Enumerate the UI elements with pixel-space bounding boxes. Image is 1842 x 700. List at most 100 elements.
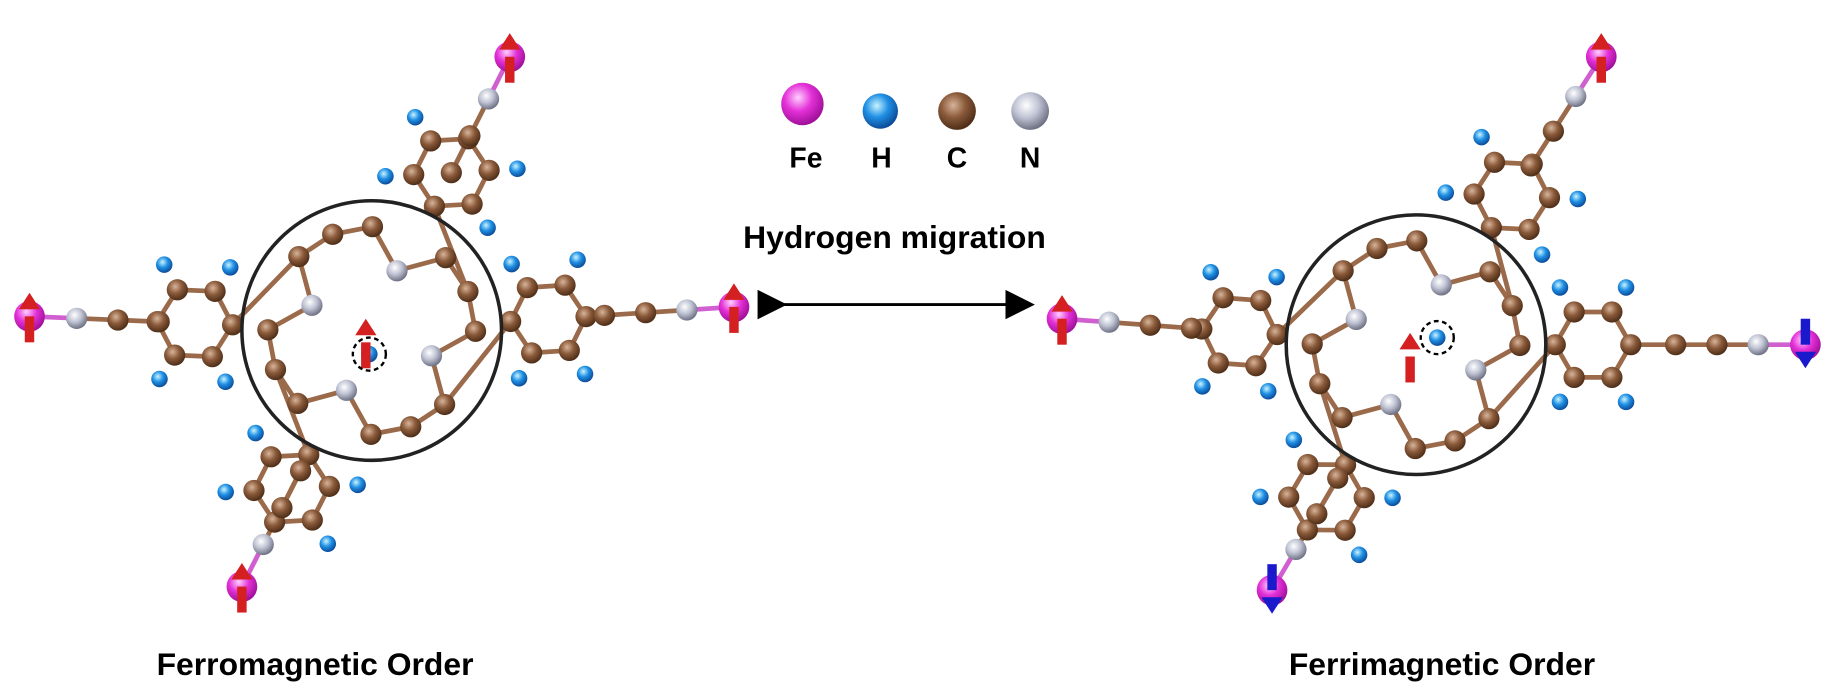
c-atom	[1327, 467, 1349, 489]
legend-fe-label: Fe	[789, 143, 822, 175]
migrating-hydrogen-marker	[351, 336, 388, 372]
legend: Fe H C N	[781, 82, 1050, 175]
h-atom	[155, 256, 173, 273]
spin-arrow-shaft	[237, 586, 247, 613]
c-atom	[1620, 334, 1642, 356]
c-atom	[289, 460, 312, 482]
h-atom	[576, 365, 594, 383]
c-atom	[298, 444, 320, 466]
n-atom	[66, 307, 88, 329]
h-atom	[349, 476, 366, 494]
c-atom	[360, 423, 382, 445]
h-atom	[1551, 279, 1569, 296]
spin-arrow-shaft	[505, 56, 515, 83]
h-atom	[319, 535, 337, 553]
spin-arrow-head	[499, 33, 521, 50]
c-atom	[1278, 486, 1300, 508]
c-atom	[1334, 519, 1356, 541]
spin-arrow-shaft	[361, 342, 371, 369]
c-atom	[423, 195, 446, 217]
h-atom	[221, 259, 239, 276]
spin-arrow-head	[1051, 295, 1073, 312]
legend-h-label: H	[871, 143, 891, 175]
c-atom	[1501, 295, 1523, 317]
c-atom	[1538, 187, 1561, 209]
h-atom	[1473, 128, 1490, 146]
c-atom	[435, 247, 457, 269]
c-atom	[516, 276, 538, 299]
n-atom	[1098, 311, 1120, 333]
bond	[442, 320, 513, 406]
c-atom	[1266, 323, 1288, 346]
h-atom	[406, 108, 424, 126]
h-atom	[247, 424, 264, 442]
n-atom	[301, 294, 323, 316]
c-atom	[107, 309, 129, 331]
c-atom	[148, 311, 170, 333]
c-atom	[1301, 333, 1323, 355]
c-atom	[1563, 301, 1585, 323]
ferrimagnetic-caption: Ferrimagnetic Order	[1289, 646, 1595, 682]
c-atom	[1601, 301, 1623, 323]
c-atom	[1520, 155, 1542, 177]
n-atom	[1465, 359, 1487, 381]
c-atom	[1212, 287, 1234, 309]
c-atom	[500, 310, 522, 333]
c-atom	[1479, 261, 1501, 283]
h-atom	[1259, 382, 1277, 400]
c-atom	[318, 475, 340, 497]
h-atom	[151, 370, 168, 388]
h-atom	[377, 167, 394, 185]
n-atom	[1565, 85, 1587, 108]
c-atom	[635, 302, 657, 324]
h-atom	[1268, 268, 1285, 286]
spin-arrow-head	[1261, 597, 1283, 614]
c-atom	[400, 416, 422, 438]
spin-arrow-shaft	[1800, 318, 1811, 345]
c-atom	[1331, 406, 1353, 429]
spin-arrow-head	[1399, 332, 1421, 350]
n-atom	[676, 299, 698, 321]
c-atom	[1406, 230, 1428, 252]
spin-arrow-up-icon	[499, 33, 521, 83]
c-atom	[520, 342, 543, 364]
c-atom	[271, 497, 293, 519]
c-atom	[1207, 352, 1229, 374]
c-atom	[558, 339, 580, 362]
c-atom	[1296, 519, 1318, 541]
c-atom	[420, 130, 442, 152]
c-atom	[478, 159, 500, 181]
n-atom	[477, 88, 500, 110]
c-atom	[1245, 355, 1267, 377]
c-atom	[1444, 430, 1466, 452]
ferromagnetic-molecule	[14, 33, 750, 613]
n-atom	[1285, 538, 1307, 561]
c-atom	[457, 280, 479, 303]
legend-h-atom	[862, 93, 898, 129]
c-atom	[1139, 314, 1161, 336]
c-atom	[287, 392, 309, 415]
c-atom	[221, 314, 244, 336]
c-atom	[1601, 366, 1623, 389]
legend-n-label: N	[1020, 143, 1040, 175]
spin-arrow-head	[1794, 351, 1817, 369]
spin-arrow-up-icon	[231, 562, 253, 613]
c-atom	[440, 162, 462, 184]
h-atom	[1551, 393, 1569, 411]
migrating-hydrogen-marker	[1419, 319, 1455, 356]
n-atom	[386, 260, 408, 282]
ferromagnetic-caption: Ferromagnetic Order	[157, 646, 474, 682]
c-atom	[1463, 183, 1485, 205]
c-atom	[361, 216, 384, 238]
spin-arrow-shaft	[729, 306, 739, 333]
h-atom	[1617, 393, 1635, 411]
c-atom	[1544, 334, 1566, 356]
spin-arrow-down-icon	[1794, 318, 1817, 369]
hydrogen-migration-label: Hydrogen migration	[743, 219, 1046, 255]
c-atom	[459, 125, 481, 147]
ferrimagnetic-molecule	[1046, 33, 1821, 614]
c-atom	[288, 245, 310, 268]
n-atom	[1747, 334, 1769, 356]
c-atom	[1509, 334, 1531, 357]
